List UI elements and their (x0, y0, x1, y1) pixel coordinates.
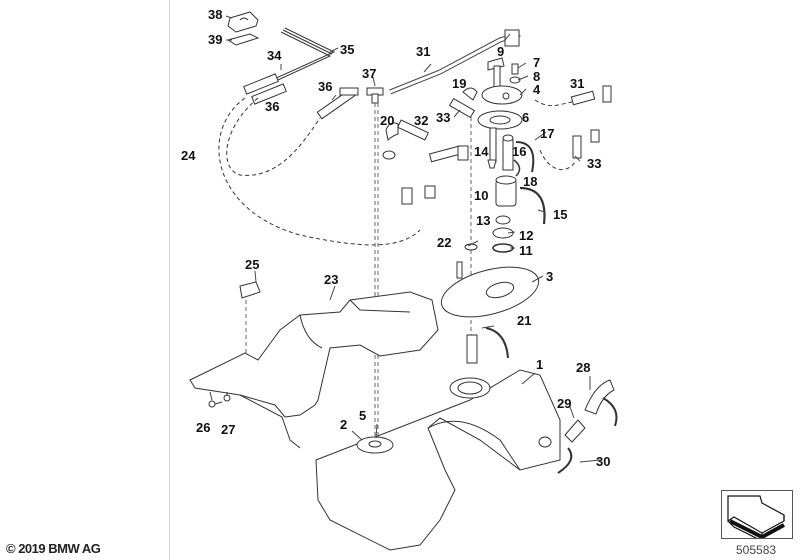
cover-part-23[interactable] (189, 291, 439, 449)
clamp-part-18[interactable] (513, 159, 521, 177)
callout-28[interactable]: 28 (576, 360, 591, 375)
callout-31-top[interactable]: 31 (416, 44, 431, 59)
callout-8[interactable]: 8 (533, 69, 541, 84)
hose-clamp-part-30[interactable] (557, 397, 618, 474)
callout-14[interactable]: 14 (474, 144, 489, 159)
callout-7[interactable]: 7 (533, 55, 541, 70)
callout-23[interactable]: 23 (324, 272, 339, 287)
callout-5[interactable]: 5 (359, 408, 367, 423)
callout-26[interactable]: 26 (196, 420, 211, 435)
callout-19[interactable]: 19 (452, 76, 467, 91)
hose-part-28[interactable] (584, 379, 615, 415)
callout-16[interactable]: 16 (512, 144, 527, 159)
plate-part-39[interactable] (226, 33, 260, 46)
callout-27[interactable]: 27 (221, 422, 236, 437)
hose-part-29[interactable] (564, 419, 586, 443)
hose-part-36-right[interactable] (316, 87, 359, 120)
gasket-part-6[interactable] (477, 110, 523, 130)
callout-36-left[interactable]: 36 (265, 99, 280, 114)
callout-34[interactable]: 34 (267, 48, 282, 63)
callout-12[interactable]: 12 (519, 228, 534, 243)
callout-30[interactable]: 30 (596, 454, 611, 469)
elbow-part-19[interactable] (462, 87, 478, 101)
callout-38[interactable]: 38 (208, 7, 223, 22)
callout-29[interactable]: 29 (557, 396, 572, 411)
fuel-pump-part-10[interactable] (495, 175, 517, 207)
callout-31-right[interactable]: 31 (570, 76, 585, 91)
line-part-24[interactable] (218, 97, 421, 246)
washer-part-8[interactable] (509, 76, 521, 84)
bracket-part-38[interactable] (227, 11, 259, 33)
hose-part-34[interactable] (243, 73, 279, 95)
screw-part-7[interactable] (511, 63, 519, 75)
filter-part-14[interactable] (487, 127, 497, 169)
callout-22[interactable]: 22 (437, 235, 452, 250)
callout-32[interactable]: 32 (414, 113, 429, 128)
callout-21[interactable]: 21 (517, 313, 532, 328)
hose-part-36-left[interactable] (251, 83, 287, 105)
bolt[interactable] (456, 261, 463, 279)
diagram-number: 505583 (736, 543, 777, 557)
screw-part-26[interactable] (208, 400, 223, 408)
callout-13[interactable]: 13 (476, 213, 491, 228)
callout-36-right[interactable]: 36 (318, 79, 333, 94)
callout-24[interactable]: 24 (181, 148, 196, 163)
callout-20[interactable]: 20 (380, 113, 395, 128)
fuel-line-part-31[interactable] (389, 29, 521, 95)
clip-part-25[interactable] (239, 281, 261, 299)
copyright-notice: © 2019 BMW AG (6, 541, 101, 556)
rubber-ring-part-13[interactable] (495, 215, 511, 225)
back-navigation-button[interactable] (721, 490, 793, 542)
flange-part-4[interactable] (481, 85, 523, 105)
callout-17[interactable]: 17 (540, 126, 555, 141)
level-sensor-part-5[interactable] (368, 440, 382, 448)
hose-part-33-left[interactable] (448, 97, 476, 119)
callout-2[interactable]: 2 (340, 417, 348, 432)
hose-part-32[interactable] (397, 119, 469, 163)
callout-25[interactable]: 25 (245, 257, 260, 272)
callout-33-left[interactable]: 33 (436, 110, 451, 125)
hose-clamp-part-17[interactable] (515, 141, 535, 173)
back-arrow-icon (727, 495, 785, 542)
fitting[interactable] (401, 185, 436, 205)
callout-15[interactable]: 15 (553, 207, 568, 222)
callout-39[interactable]: 39 (208, 32, 223, 47)
callout-1[interactable]: 1 (536, 357, 544, 372)
callout-6[interactable]: 6 (522, 110, 530, 125)
callout-11[interactable]: 11 (519, 243, 533, 258)
callout-4[interactable]: 4 (533, 82, 541, 97)
callout-10[interactable]: 10 (474, 188, 489, 203)
callout-9[interactable]: 9 (497, 44, 505, 59)
hose-part-16[interactable] (502, 134, 514, 171)
gasket-part-2[interactable] (356, 436, 394, 454)
callout-33-right[interactable]: 33 (587, 156, 602, 171)
elbow-part-20[interactable] (382, 122, 399, 160)
callout-3[interactable]: 3 (546, 269, 554, 284)
callout-35[interactable]: 35 (340, 42, 355, 57)
hose-part-15[interactable] (519, 186, 546, 225)
sleeve-part-21[interactable] (466, 327, 509, 364)
t-connector-part-37[interactable] (366, 87, 384, 104)
fuel-tank-part-1[interactable] (315, 369, 561, 551)
holder-part-12[interactable] (492, 227, 514, 239)
callout-18[interactable]: 18 (523, 174, 538, 189)
elbow-part-9[interactable] (487, 57, 505, 93)
callout-37[interactable]: 37 (362, 66, 377, 81)
sidebar-divider (169, 0, 170, 560)
leader-lines (209, 15, 601, 463)
fuel-line-part-31-right[interactable] (534, 85, 612, 107)
